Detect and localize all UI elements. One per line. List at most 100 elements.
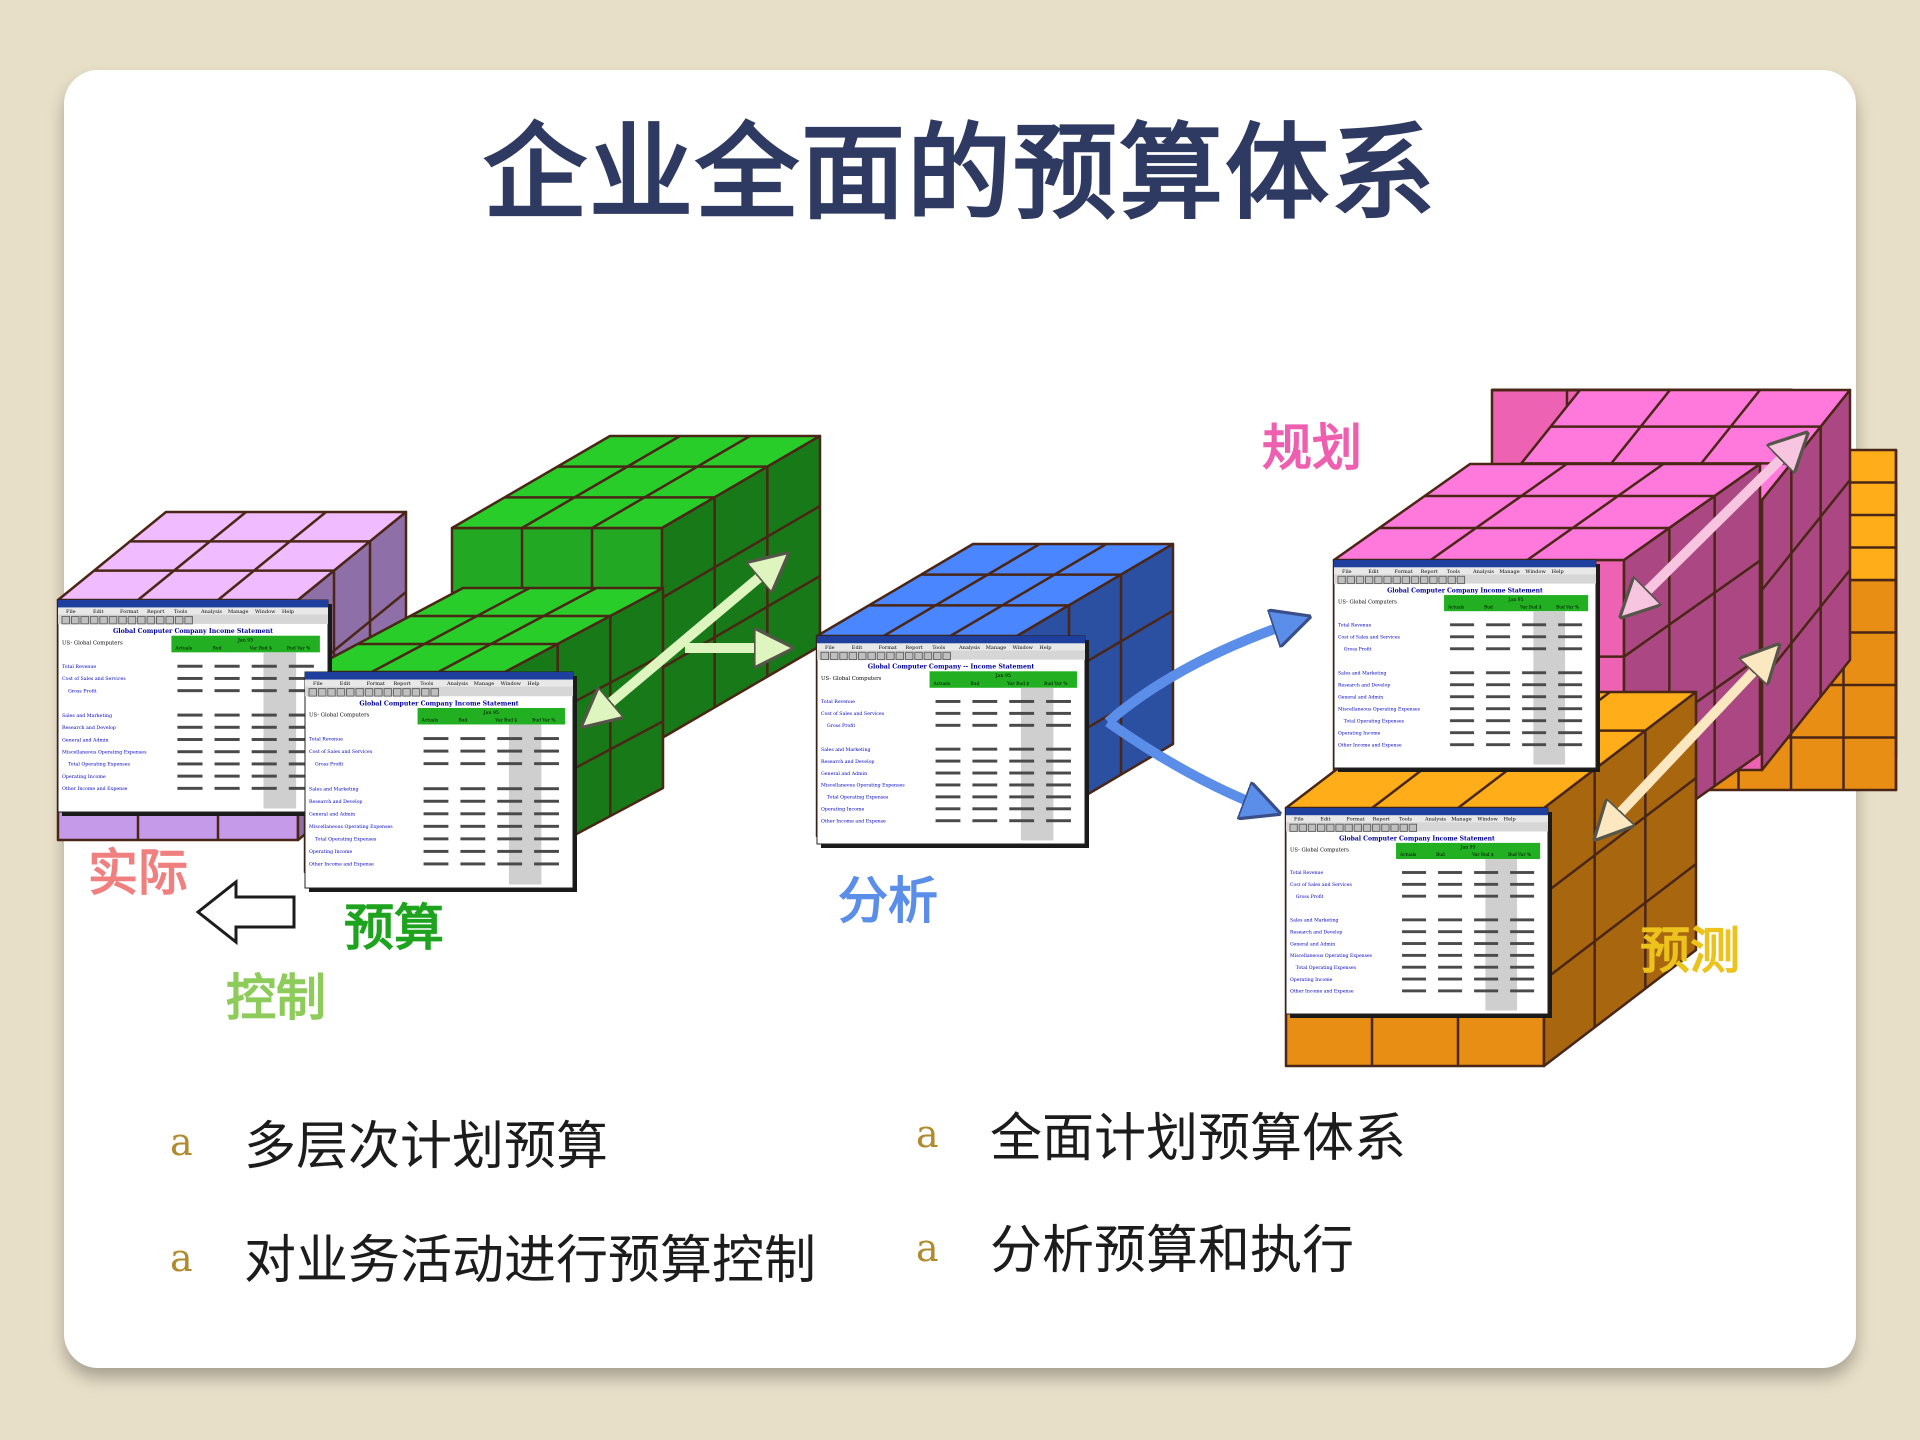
menu-item: Window <box>501 681 522 687</box>
bullet-item: 多层次计划预算 <box>244 1117 609 1177</box>
cell-value <box>1558 635 1583 639</box>
toolbar-icon <box>886 651 895 661</box>
window-titlebar <box>1286 808 1548 816</box>
menu-item: File <box>1342 569 1352 575</box>
toolbar-icon <box>61 615 71 625</box>
cell-value <box>1474 918 1499 922</box>
cell-value <box>1009 771 1035 775</box>
cell-value <box>1046 699 1071 703</box>
cube-grid-line <box>521 434 681 530</box>
menu-item: Help <box>282 609 294 615</box>
menu-item: Report <box>147 609 164 615</box>
cell-value <box>1486 647 1511 651</box>
cell-value <box>972 699 998 703</box>
window-menubar <box>817 643 1085 651</box>
toolbar-icon <box>848 651 858 661</box>
toolbar-icon <box>355 688 364 697</box>
column-header: Bud Var % <box>287 646 311 651</box>
column-header: Bud <box>213 646 222 651</box>
row-label: Miscellaneous Operating Expenses <box>309 824 393 830</box>
bullet-marker: a <box>170 1120 193 1164</box>
cell-value <box>1486 683 1511 687</box>
cube-grid-line <box>1543 863 1697 981</box>
toolbar-icon <box>1289 823 1298 832</box>
budget-vertical-arrow <box>590 560 780 720</box>
cell-value <box>1402 942 1427 945</box>
cell-value <box>1474 882 1499 886</box>
toolbar-icon <box>374 688 383 697</box>
toolbar-icon <box>923 651 933 661</box>
row-label: Total Operating Expenses <box>1296 965 1357 971</box>
cell-value <box>497 787 523 791</box>
window-toolbar <box>58 614 328 624</box>
cell-value <box>1438 942 1463 945</box>
window-toolbar <box>305 686 573 697</box>
toolbar-icon <box>1429 575 1438 585</box>
cell-value <box>534 824 559 828</box>
toolbar-icon <box>1408 823 1418 832</box>
menu-item: Window <box>255 609 276 615</box>
column-header: Bud <box>970 682 979 687</box>
cell-value <box>423 862 449 866</box>
cell-value <box>935 711 961 715</box>
cell-value <box>177 664 203 668</box>
row-label: Research and Develop <box>821 759 874 765</box>
column-header: Actuals <box>174 646 192 651</box>
toolbar-icon <box>1298 823 1308 832</box>
row-label: Total Revenue <box>1290 870 1323 876</box>
cell-value <box>1486 635 1511 639</box>
cell-value <box>1402 965 1427 969</box>
cell-value <box>935 783 961 787</box>
cell-value <box>1438 965 1463 969</box>
cell-value <box>497 799 523 803</box>
cell-value <box>497 749 523 753</box>
cell-value <box>251 774 277 778</box>
toolbar-icon <box>1392 575 1401 585</box>
cell-value <box>460 749 486 753</box>
column-header: Bud Var % <box>1508 853 1531 858</box>
cell-value <box>460 762 486 766</box>
cell-value <box>1510 918 1535 922</box>
row-label: Total Revenue <box>821 699 855 705</box>
row-label: Research and Develop <box>309 799 362 805</box>
cell-value <box>1450 671 1475 675</box>
toolbar-icon <box>1335 823 1344 832</box>
cell-value <box>460 812 486 816</box>
column-header: Var Bud $ <box>1006 682 1029 687</box>
row-label: Total Operating Expenses <box>827 795 889 801</box>
cell-value <box>177 750 203 754</box>
row-label: Total Revenue <box>1338 623 1371 629</box>
column-header: Bud Var % <box>1556 605 1579 610</box>
toolbar-icon <box>1344 823 1353 832</box>
cell-value <box>1009 759 1035 763</box>
toolbar-icon <box>184 615 193 625</box>
row-label: Cost of Sales and Services <box>821 711 885 717</box>
period-label: Jan 95 <box>237 638 253 644</box>
cell-value <box>460 737 486 741</box>
cell-value <box>1009 747 1035 751</box>
row-label: Gross Profit <box>315 761 344 767</box>
toolbar-icon <box>1355 575 1365 585</box>
variance-column <box>263 652 297 809</box>
cell-value <box>214 786 240 790</box>
column-header: Actuals <box>421 719 439 724</box>
bullet-item: 全面计划预算体系 <box>990 1109 1407 1169</box>
toolbar-icon <box>146 615 156 625</box>
row-label: Miscellaneous Operating Expenses <box>821 783 905 789</box>
menu-item: Edit <box>1368 569 1378 575</box>
label-analysis: 分析 <box>838 872 938 930</box>
row-label: General and Admin <box>309 812 355 818</box>
cell-value <box>972 771 998 775</box>
toolbar-icon <box>1326 823 1335 832</box>
toolbar-icon <box>867 651 876 661</box>
cell-value <box>1009 783 1035 787</box>
row-label: Gross Profit <box>827 723 856 729</box>
cell-value <box>214 762 240 766</box>
cell-value <box>177 762 203 766</box>
toolbar-icon <box>402 688 411 697</box>
cell-value <box>1474 942 1499 945</box>
cell-value <box>1402 918 1427 922</box>
cell-value <box>972 747 998 751</box>
